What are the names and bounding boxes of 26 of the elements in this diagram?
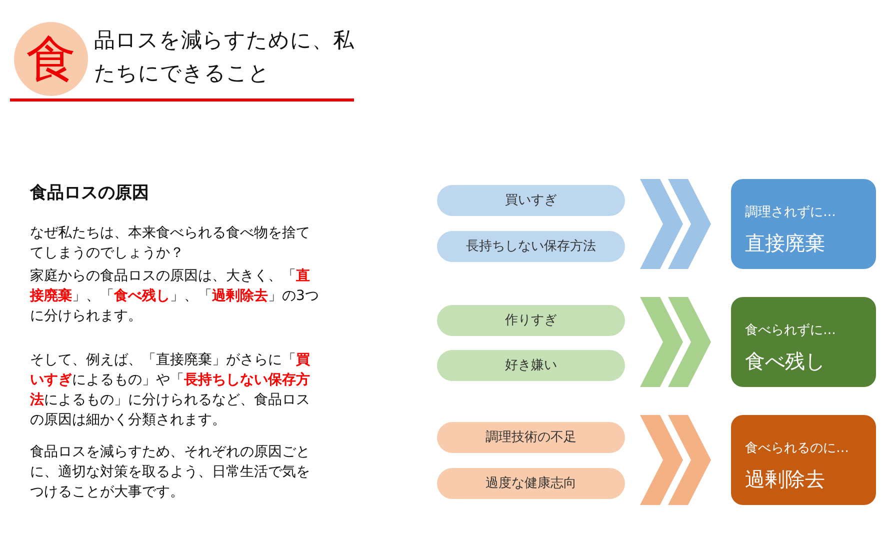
box-subtitle: 食べられるのに… xyxy=(745,440,849,458)
chevron-arrow xyxy=(668,415,711,505)
category-box xyxy=(731,179,876,269)
box-subtitle: 食べられずに… xyxy=(745,322,836,340)
paragraph: なぜ私たちは、本来食べられる食べ物を捨ててしまうのでしょうか？ xyxy=(30,224,311,263)
paragraph: そして、例えば、「直接廃棄」がさらに「買いすぎによるもの」や「長持ちしない保存方法によるもの」に分けられるなど、食品ロスの原因は細かく分類されます。 xyxy=(30,351,311,430)
category-box xyxy=(731,297,876,387)
section-heading: 食品ロスの原因 xyxy=(30,183,150,203)
chevron-arrow xyxy=(668,297,711,387)
paragraph: 家庭からの食品ロスの原因は、大きく、「直接廃棄」、「食べ残し」、「過剰除去」の3つに分けられます。 xyxy=(30,267,320,326)
box-subtitle: 調理されずに… xyxy=(745,204,836,222)
cause-pill: 調理技術の不足 xyxy=(437,422,625,453)
cause-pill: 過度な健康志向 xyxy=(437,468,625,499)
cause-pill: 長持ちしない保存方法 xyxy=(437,231,625,262)
category-box xyxy=(731,415,876,505)
chevron-arrow xyxy=(640,297,683,387)
chevron-arrow xyxy=(668,179,711,269)
chevron-arrow xyxy=(640,179,683,269)
box-title: 過剰除去 xyxy=(745,466,825,493)
box-title: 食べ残し xyxy=(745,348,825,375)
paragraph: 食品ロスを減らすため、それぞれの原因ごとに、適切な対策を取るよう、日常生活で気をつけることが大事です。 xyxy=(30,443,311,502)
chevron-arrow xyxy=(640,415,683,505)
cause-pill: 作りすぎ xyxy=(437,305,625,336)
cause-pill: 買いすぎ xyxy=(437,185,625,216)
box-title: 直接廃棄 xyxy=(745,230,825,257)
cause-pill: 好き嫌い xyxy=(437,350,625,381)
